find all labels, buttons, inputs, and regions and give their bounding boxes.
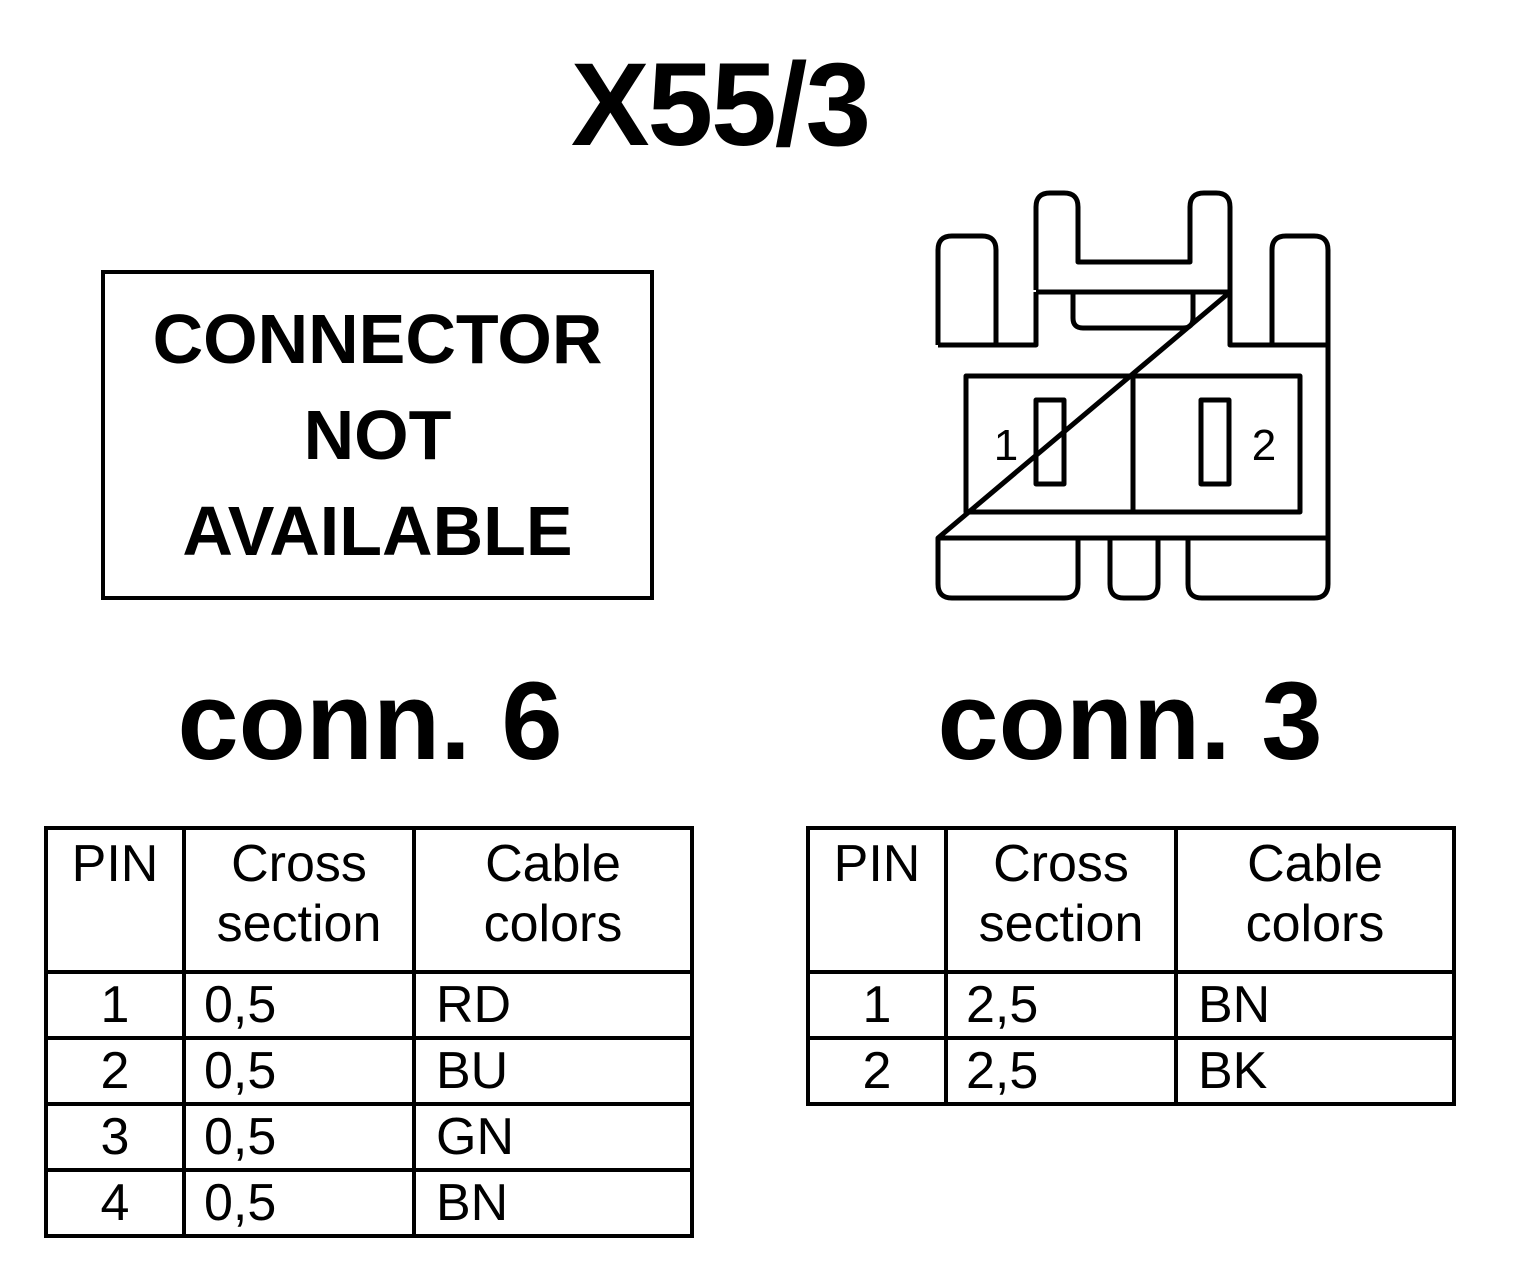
page-title: X55/3 [570,39,871,171]
cable-color-cell: BN [412,1168,694,1238]
not-available-line-1: CONNECTOR [152,300,603,378]
cable-color-cell: RD [412,970,694,1040]
connector-3-drawing: 1 2 [935,190,1331,601]
connector-left-ear [935,233,999,345]
table-row: 1 2,5 BN [806,970,1456,1040]
cross-section-cell: 0,5 [182,1036,416,1106]
cable-color-cell: GN [412,1102,694,1172]
pin-cell: 1 [806,970,948,1040]
connector-not-available-box: CONNECTOR NOT AVAILABLE [101,270,654,600]
conn-3-label: conn. 3 [937,660,1323,783]
cable-color-cell: BN [1174,970,1456,1040]
cross-section-cell: 2,5 [944,970,1178,1040]
table-row: 2 2,5 BK [806,1036,1456,1106]
table-row: 4 0,5 BN [44,1168,694,1238]
cross-section-cell: 0,5 [182,1102,416,1172]
connector-foot-center [1107,538,1161,601]
table-row: 3 0,5 GN [44,1102,694,1172]
pin-label-1: 1 [994,421,1018,470]
pin-cell: 2 [806,1036,948,1106]
pin-header: PIN [806,826,948,974]
connector-latch-inner [1070,292,1196,331]
pin-header: PIN [44,826,186,974]
connector-foot-left [935,538,1081,601]
cable-color-cell: BK [1174,1036,1456,1106]
pin-cell: 4 [44,1168,186,1238]
pin-slot-2 [1198,397,1232,487]
pin-cell: 3 [44,1102,186,1172]
pin-label-2: 2 [1252,421,1276,470]
cross-section-cell: 0,5 [182,1168,416,1238]
pin-slot-1 [1033,397,1067,487]
pin-cell: 2 [44,1036,186,1106]
not-available-line-3: AVAILABLE [182,492,573,570]
connector-latch [1033,190,1233,292]
cable-color-cell: BU [412,1036,694,1106]
connector-right-ear [1269,233,1331,345]
connector-foot-right [1185,538,1331,601]
not-available-line-2: NOT [303,396,452,474]
cross-section-cell: 2,5 [944,1036,1178,1106]
table-row: 1 0,5 RD [44,970,694,1040]
table-row: 2 0,5 BU [44,1036,694,1106]
cross-section-cell: 0,5 [182,970,416,1040]
pin-cell: 1 [44,970,186,1040]
conn-6-label: conn. 6 [177,660,563,783]
